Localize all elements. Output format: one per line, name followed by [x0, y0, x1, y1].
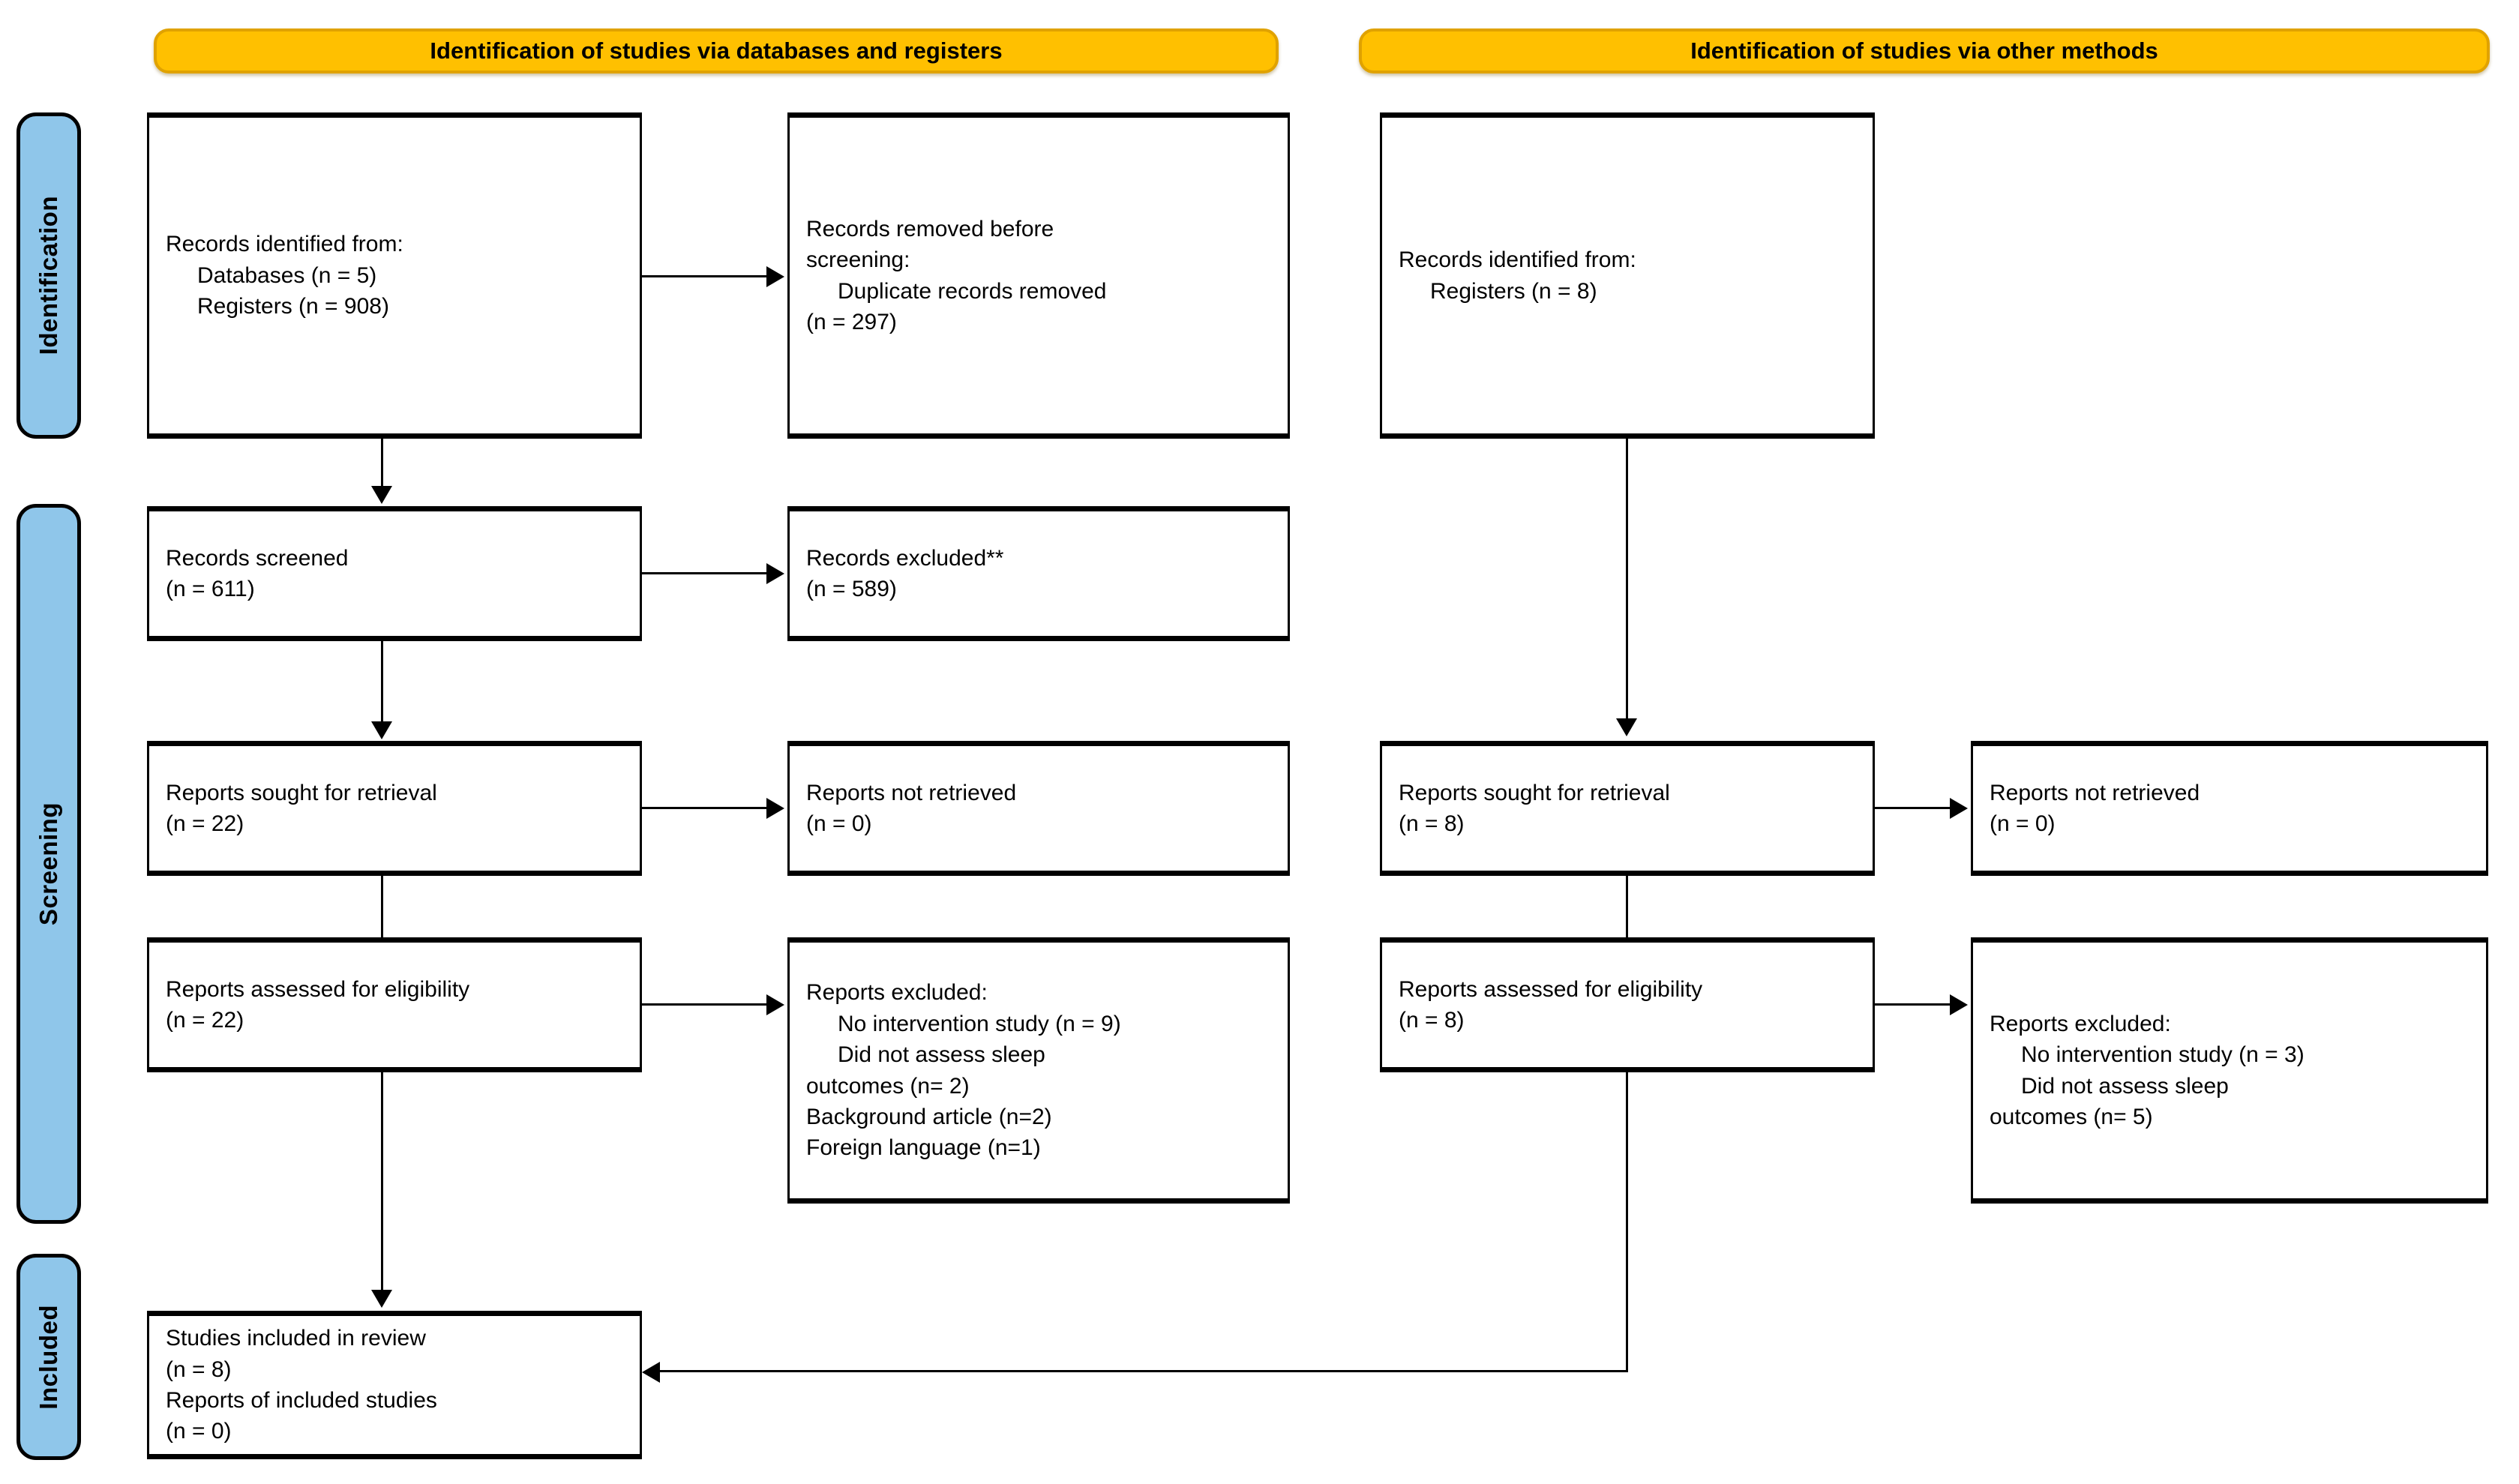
phase-label-screening: Screening — [16, 504, 81, 1224]
box-line: outcomes (n= 5) — [1990, 1104, 2153, 1129]
box-studies-included: Studies included in review (n = 8) Repor… — [147, 1311, 642, 1459]
box-line: (n = 611) — [166, 577, 255, 601]
box-line: Registers (n = 908) — [197, 294, 389, 319]
box-line: Records excluded** — [806, 545, 1004, 571]
connector-assessed-to-excluded — [642, 1003, 769, 1006]
box-records-removed-before-screening: Records removed before screening: Duplic… — [787, 112, 1290, 439]
box-line: Did not assess sleep — [2021, 1073, 2229, 1099]
box-line: screening: — [806, 244, 1271, 275]
arrowhead-other-sought-to-not-retrieved — [1950, 798, 1968, 819]
box-line: Reports excluded: — [1990, 1011, 2171, 1036]
connector-identified-to-removed — [642, 275, 769, 277]
box-line: (n = 589) — [806, 577, 897, 601]
box-line: Reports sought for retrieval — [166, 780, 437, 805]
box-line: Databases (n = 5) — [197, 262, 377, 288]
column-header-other-methods-label: Identification of studies via other meth… — [1690, 37, 2158, 64]
box-line: Reports assessed for eligibility — [1399, 976, 1703, 1002]
box-reports-sought-databases: Reports sought for retrieval (n = 22) — [147, 741, 642, 876]
box-line-plain: : — [904, 247, 910, 273]
connector-other-assessed-to-included-vertical — [1626, 1072, 1628, 1372]
box-reports-not-retrieved-other: Reports not retrieved (n = 0) — [1971, 741, 2488, 876]
box-reports-sought-other: Reports sought for retrieval (n = 8) — [1380, 741, 1875, 876]
box-line: Records identified from: — [1399, 247, 1636, 273]
box-line: (n = 0) — [806, 811, 872, 836]
box-reports-excluded-databases: Reports excluded: No intervention study … — [787, 937, 1290, 1204]
box-records-screened: Records screened (n = 611) — [147, 506, 642, 641]
box-line: (n = 8) — [1399, 1008, 1465, 1033]
box-line: Studies included in review — [166, 1326, 426, 1351]
box-line: No intervention study (n = 3) — [2021, 1042, 2305, 1068]
connector-other-sought-to-not-retrieved — [1875, 807, 1953, 809]
box-line: (n = 297) — [806, 309, 897, 334]
box-line: Reports sought for retrieval — [1399, 780, 1670, 805]
arrowhead-identified-to-screened — [371, 486, 392, 504]
phase-label-included-text: Included — [34, 1304, 62, 1410]
connector-other-assessed-to-included-horizontal — [660, 1370, 1628, 1372]
box-line: Foreign language (n=1) — [806, 1135, 1041, 1161]
box-line: outcomes (n= 2) — [806, 1073, 970, 1099]
box-line: Reports assessed for eligibility — [166, 976, 470, 1002]
box-line: Duplicate records removed — [838, 278, 1107, 304]
box-line: (n = 22) — [166, 811, 244, 836]
column-header-other-methods: Identification of studies via other meth… — [1359, 28, 2490, 73]
connector-screened-to-excluded — [642, 572, 769, 574]
box-line-italic: before — [990, 216, 1054, 241]
phase-label-identification-text: Identification — [34, 196, 62, 355]
arrowhead-assessed-to-excluded — [766, 994, 784, 1015]
column-header-databases-label: Identification of studies via databases … — [430, 37, 1003, 64]
box-line: Reports of included studies — [166, 1388, 437, 1413]
phase-label-screening-text: Screening — [34, 802, 62, 926]
arrowhead-other-identified-to-sought — [1616, 718, 1637, 736]
box-reports-assessed-other: Reports assessed for eligibility (n = 8) — [1380, 937, 1875, 1072]
arrowhead-screened-to-sought — [371, 721, 392, 739]
box-line: No intervention study (n = 9) — [838, 1011, 1121, 1036]
box-line: (n = 8) — [1399, 811, 1465, 836]
box-line: (n = 0) — [1990, 811, 2056, 836]
connector-other-identified-to-sought — [1626, 439, 1628, 722]
arrowhead-sought-to-not-retrieved — [766, 798, 784, 819]
box-line: (n = 8) — [166, 1357, 232, 1382]
connector-other-sought-to-assessed — [1626, 876, 1628, 943]
box-line: Records screened — [166, 545, 349, 571]
box-line: Reports not retrieved — [1990, 780, 2200, 805]
arrowhead-assessed-to-included — [371, 1290, 392, 1308]
arrowhead-identified-to-removed — [766, 266, 784, 287]
box-line: Records identified from: — [166, 232, 403, 257]
connector-identified-to-screened — [381, 439, 383, 488]
box-line: Did not assess sleep — [838, 1042, 1045, 1068]
phase-label-identification: Identification — [16, 112, 81, 439]
box-line: Records removed before — [806, 214, 1271, 244]
phase-label-included: Included — [16, 1254, 81, 1460]
connector-other-assessed-to-excluded — [1875, 1003, 1953, 1006]
box-line: Background article (n=2) — [806, 1104, 1052, 1129]
box-reports-not-retrieved-databases: Reports not retrieved (n = 0) — [787, 741, 1290, 876]
box-line: Reports excluded: — [806, 980, 988, 1006]
connector-assessed-to-included — [381, 1072, 383, 1294]
box-line: Registers (n = 8) — [1430, 278, 1597, 304]
arrowhead-screened-to-excluded — [766, 563, 784, 584]
box-line: Reports not retrieved — [806, 780, 1017, 805]
arrowhead-other-assessed-to-included — [642, 1362, 660, 1383]
box-records-identified-other: Records identified from: Registers (n = … — [1380, 112, 1875, 439]
connector-sought-to-assessed — [381, 876, 383, 943]
box-reports-assessed-databases: Reports assessed for eligibility (n = 22… — [147, 937, 642, 1072]
connector-sought-to-not-retrieved — [642, 807, 769, 809]
box-reports-excluded-other: Reports excluded: No intervention study … — [1971, 937, 2488, 1204]
box-line-plain: Records removed — [806, 216, 991, 241]
box-line: (n = 22) — [166, 1008, 244, 1033]
box-line-italic: screening — [806, 247, 904, 273]
arrowhead-other-assessed-to-excluded — [1950, 994, 1968, 1015]
connector-screened-to-sought — [381, 641, 383, 725]
box-line: (n = 0) — [166, 1419, 232, 1444]
box-records-identified-databases: Records identified from: Databases (n = … — [147, 112, 642, 439]
column-header-databases: Identification of studies via databases … — [154, 28, 1279, 73]
box-records-excluded: Records excluded** (n = 589) — [787, 506, 1290, 641]
